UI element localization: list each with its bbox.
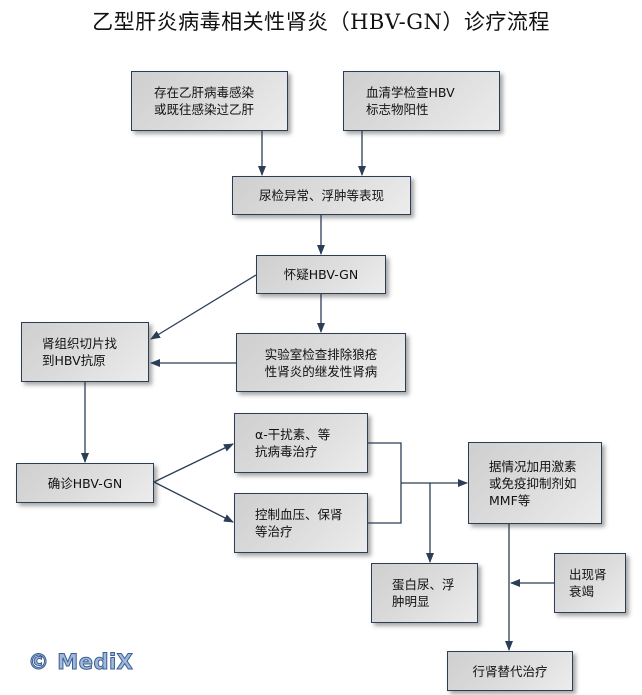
node-serology-positive: 血清学检查HBV 标志物阳性 [343, 71, 500, 131]
arrow-suspect-to-biopsy [150, 274, 257, 340]
node-proteinuria: 蛋白尿、浮 肿明显 [371, 563, 478, 623]
node-label: 蛋白尿、浮 肿明显 [392, 577, 455, 609]
node-immunosuppression: 据情况加用激素 或免疫抑制剂如 MMF等 [468, 442, 602, 524]
node-urine-abnormal: 尿检异常、浮肿等表现 [232, 176, 411, 215]
node-label: 实验室检查排除狼疮 性肾炎的继发性肾病 [264, 346, 378, 379]
node-label: 血清学检查HBV 标志物阳性 [366, 85, 455, 117]
node-label: 据情况加用激素 或免疫抑制剂如 MMF等 [489, 458, 577, 508]
node-renal-replacement: 行肾替代治疗 [447, 651, 573, 691]
node-label: 肾组织切片找 到HBV抗原 [42, 336, 118, 368]
node-biopsy-antigen: 肾组织切片找 到HBV抗原 [21, 322, 149, 382]
node-label: 出现肾 衰竭 [569, 567, 607, 599]
arrow-confirmed-to-bp [153, 481, 234, 523]
bracket-treatments [368, 442, 402, 524]
node-label: 存在乙肝病毒感染 或既往感染过乙肝 [154, 85, 255, 117]
node-suspect-hbv-gn: 怀疑HBV-GN [256, 255, 386, 294]
node-exclude-lupus: 实验室检查排除狼疮 性肾炎的继发性肾病 [236, 333, 406, 392]
node-label: 行肾替代治疗 [472, 663, 548, 679]
medix-watermark-logo: © MediX [27, 650, 134, 675]
node-label: 确诊HBV-GN [47, 475, 123, 491]
node-label: 控制血压、保肾 等治疗 [255, 507, 343, 539]
node-label: 尿检异常、浮肿等表现 [258, 188, 384, 203]
node-antiviral-therapy: α-干扰素、等 抗病毒治疗 [234, 413, 368, 473]
node-renal-failure: 出现肾 衰竭 [554, 553, 626, 613]
node-bp-control: 控制血压、保肾 等治疗 [234, 493, 368, 553]
page-title: 乙型肝炎病毒相关性肾炎（HBV-GN）诊疗流程 [92, 10, 550, 34]
node-label: α-干扰素、等 抗病毒治疗 [255, 427, 331, 459]
node-confirmed-hbv-gn: 确诊HBV-GN [16, 463, 154, 503]
arrow-confirmed-to-antiviral [153, 443, 234, 483]
node-hbv-infection: 存在乙肝病毒感染 或既往感染过乙肝 [131, 71, 288, 131]
node-label: 怀疑HBV-GN [283, 267, 359, 282]
